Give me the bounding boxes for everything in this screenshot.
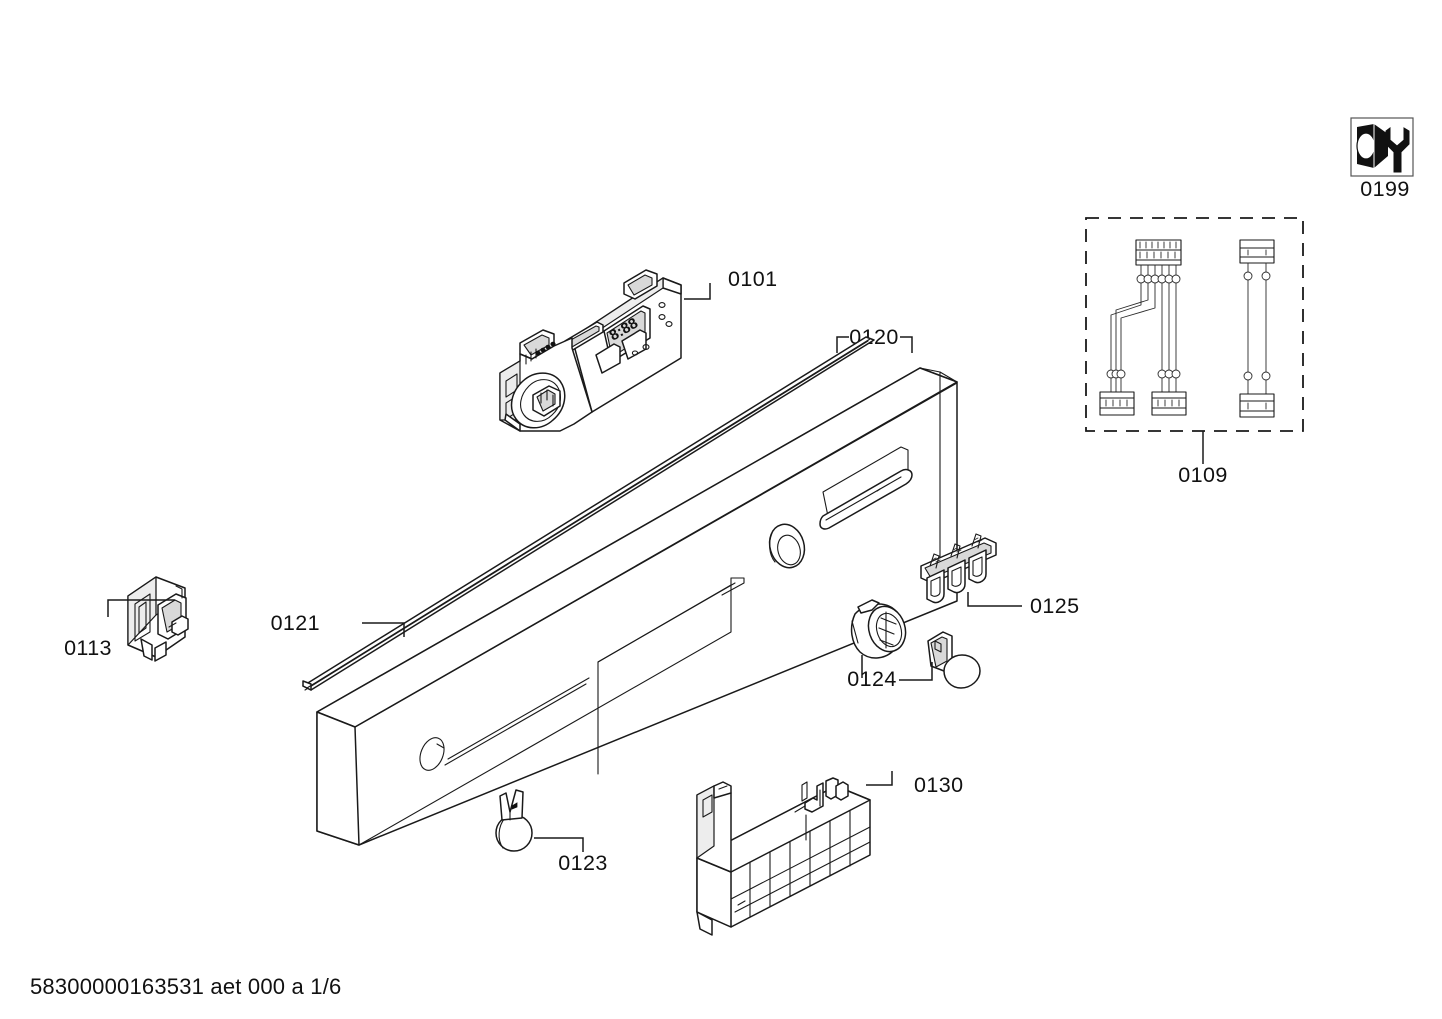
harness-a (1099, 239, 1187, 416)
leader-0124-button (899, 662, 933, 681)
part-label-0121: 0121 (271, 611, 320, 635)
part-label-0125: 0125 (1030, 594, 1079, 618)
clip-loop-3 (968, 549, 987, 584)
clip-loop-1 (926, 569, 945, 604)
panel-slot (419, 677, 590, 771)
part-label-0130: 0130 (914, 773, 963, 797)
leader-0120-left (836, 336, 849, 353)
rotary-switch-recess (510, 372, 566, 429)
panel-knob-hole (768, 523, 806, 569)
harness-group-dashed-box (1085, 217, 1304, 432)
part-0124-knob-and-button (850, 599, 981, 689)
part-0125-triple-clip-strip (920, 533, 1022, 607)
leader-0130 (866, 771, 893, 786)
leader-0125 (967, 592, 1022, 607)
harness-b (1239, 239, 1275, 418)
leader-0121 (362, 622, 405, 637)
footer-document-code: 58300000163531 aet 000 a 1/6 (30, 974, 342, 999)
part-label-0109: 0109 (1178, 463, 1227, 487)
pin-row (535, 341, 556, 356)
part-0101-control-module: 8:88 (499, 269, 711, 432)
panel-handle-bar (819, 468, 913, 530)
part-0130-panel-support-bracket (696, 771, 893, 936)
leader-0101 (684, 283, 711, 300)
part-0113-switch-bracket (107, 576, 189, 662)
part-0123-retaining-clip (495, 789, 584, 852)
part-0109-wiring-harness-set (1085, 217, 1304, 464)
leader-0120-right (900, 336, 913, 353)
part-label-0124: 0124 (847, 667, 896, 691)
part-0121-trim-strip (302, 336, 875, 691)
wrench-icon (1385, 127, 1410, 173)
hex-nut-icon (1356, 124, 1388, 168)
part-label-0113: 0113 (64, 636, 112, 660)
leader-0113 (107, 599, 175, 617)
push-button (927, 631, 981, 689)
part-0199-service-tool-symbol (1350, 117, 1414, 177)
leader-0123 (534, 837, 584, 852)
part-label-0199: 0199 (1360, 177, 1409, 201)
part-0120-control-panel-assembly (316, 336, 958, 846)
part-label-0101: 0101 (728, 267, 777, 291)
clip-loop-2 (947, 559, 966, 594)
bracket-ribs (730, 810, 871, 918)
part-label-0123: 0123 (558, 851, 607, 875)
panel-left-end (316, 711, 360, 846)
